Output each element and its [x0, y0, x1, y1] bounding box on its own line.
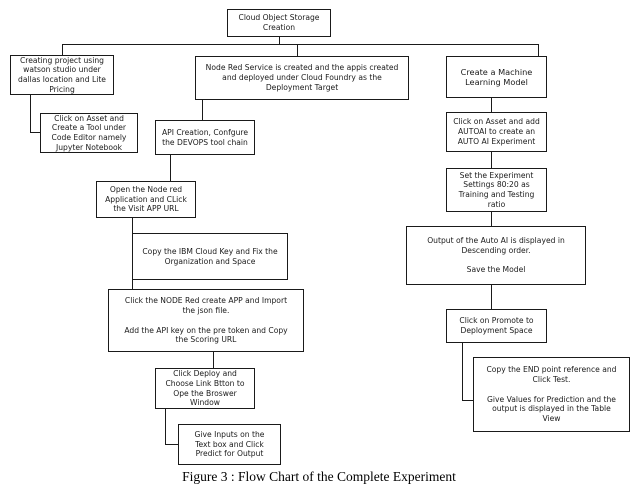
connector-line — [132, 280, 133, 289]
connector-line — [462, 400, 473, 401]
connector-line — [30, 95, 31, 133]
connector-line — [213, 352, 214, 368]
node-text: Node Red Service is created and the appi… — [205, 63, 399, 92]
connector-line — [30, 132, 40, 133]
node-copy-cloud-key: Copy the IBM Cloud Key and Fix the Organ… — [132, 233, 288, 280]
node-text: Open the Node red Application and CLick … — [105, 184, 187, 214]
node-promote-deployment: Click on Promote to Deployment Space — [446, 309, 547, 343]
node-text: Copy the IBM Cloud Key and Fix the Organ… — [142, 246, 278, 266]
node-text: Creating project using watson studio und… — [18, 55, 106, 94]
connector-line — [62, 44, 539, 45]
node-cloud-object-storage: Cloud Object Storage Creation — [227, 9, 331, 37]
connector-line — [165, 409, 166, 444]
node-text: Give Inputs on the Text box and Click Pr… — [194, 429, 265, 459]
node-deploy: Click Deploy and Choose Link Btton to Op… — [155, 368, 255, 409]
node-endpoint-test: Copy the END point reference and Click T… — [473, 357, 630, 432]
connector-line — [62, 44, 63, 55]
node-text: Output of the Auto AI is displayed in De… — [427, 235, 565, 255]
node-text: Click the NODE Red create APP and Import… — [124, 296, 288, 315]
connector-line — [170, 155, 171, 181]
node-text: Cloud Object Storage Creation — [238, 13, 320, 32]
node-text: Click on Asset and add AUTOAI to create … — [453, 117, 540, 146]
node-text: Click on Promote to Deployment Space — [459, 316, 534, 335]
node-text: Copy the END point reference and Click T… — [486, 365, 617, 384]
node-text: Click Deploy and Choose Link Btton to Op… — [165, 369, 245, 408]
figure-caption: Figure 3 : Flow Chart of the Complete Ex… — [182, 469, 456, 484]
connector-line — [538, 44, 539, 56]
node-node-red-service: Node Red Service is created and the appi… — [195, 56, 409, 100]
node-text: Click on Asset and Create a Tool under C… — [51, 113, 127, 152]
connector-line — [491, 152, 492, 168]
node-create-tool: Click on Asset and Create a Tool under C… — [40, 113, 138, 153]
node-create-app: Click the NODE Red create APP and Import… — [108, 289, 304, 352]
node-give-inputs: Give Inputs on the Text box and Click Pr… — [178, 424, 281, 465]
node-text: Create a Machine Learning Model — [460, 66, 533, 88]
node-experiment-settings: Set the Experiment Settings 80:20 as Tra… — [446, 168, 547, 212]
connector-line — [491, 212, 492, 226]
connector-line — [279, 37, 280, 44]
connector-line — [202, 100, 203, 120]
node-text: API Creation, Confgure the DEVOPS tool c… — [161, 127, 249, 147]
node-api-creation: API Creation, Confgure the DEVOPS tool c… — [155, 120, 255, 155]
connector-line — [165, 444, 178, 445]
node-text: Give Values for Prediction and the outpu… — [487, 394, 616, 424]
node-ml-model: Create a Machine Learning Model — [446, 56, 547, 98]
node-open-node-red: Open the Node red Application and CLick … — [96, 181, 196, 218]
connector-line — [462, 343, 463, 400]
connector-line — [297, 44, 298, 56]
node-text: Add the API key on the pre token and Cop… — [124, 325, 288, 345]
connector-line — [132, 218, 133, 233]
node-autoai-output: Output of the Auto AI is displayed in De… — [406, 226, 586, 285]
connector-line — [491, 98, 492, 112]
node-text: Set the Experiment Settings 80:20 as Tra… — [458, 170, 535, 209]
node-text: Save the Model — [466, 265, 526, 275]
connector-line — [491, 285, 492, 309]
node-autoai-experiment: Click on Asset and add AUTOAI to create … — [446, 112, 547, 152]
node-create-project: Creating project using watson studio und… — [10, 55, 114, 95]
